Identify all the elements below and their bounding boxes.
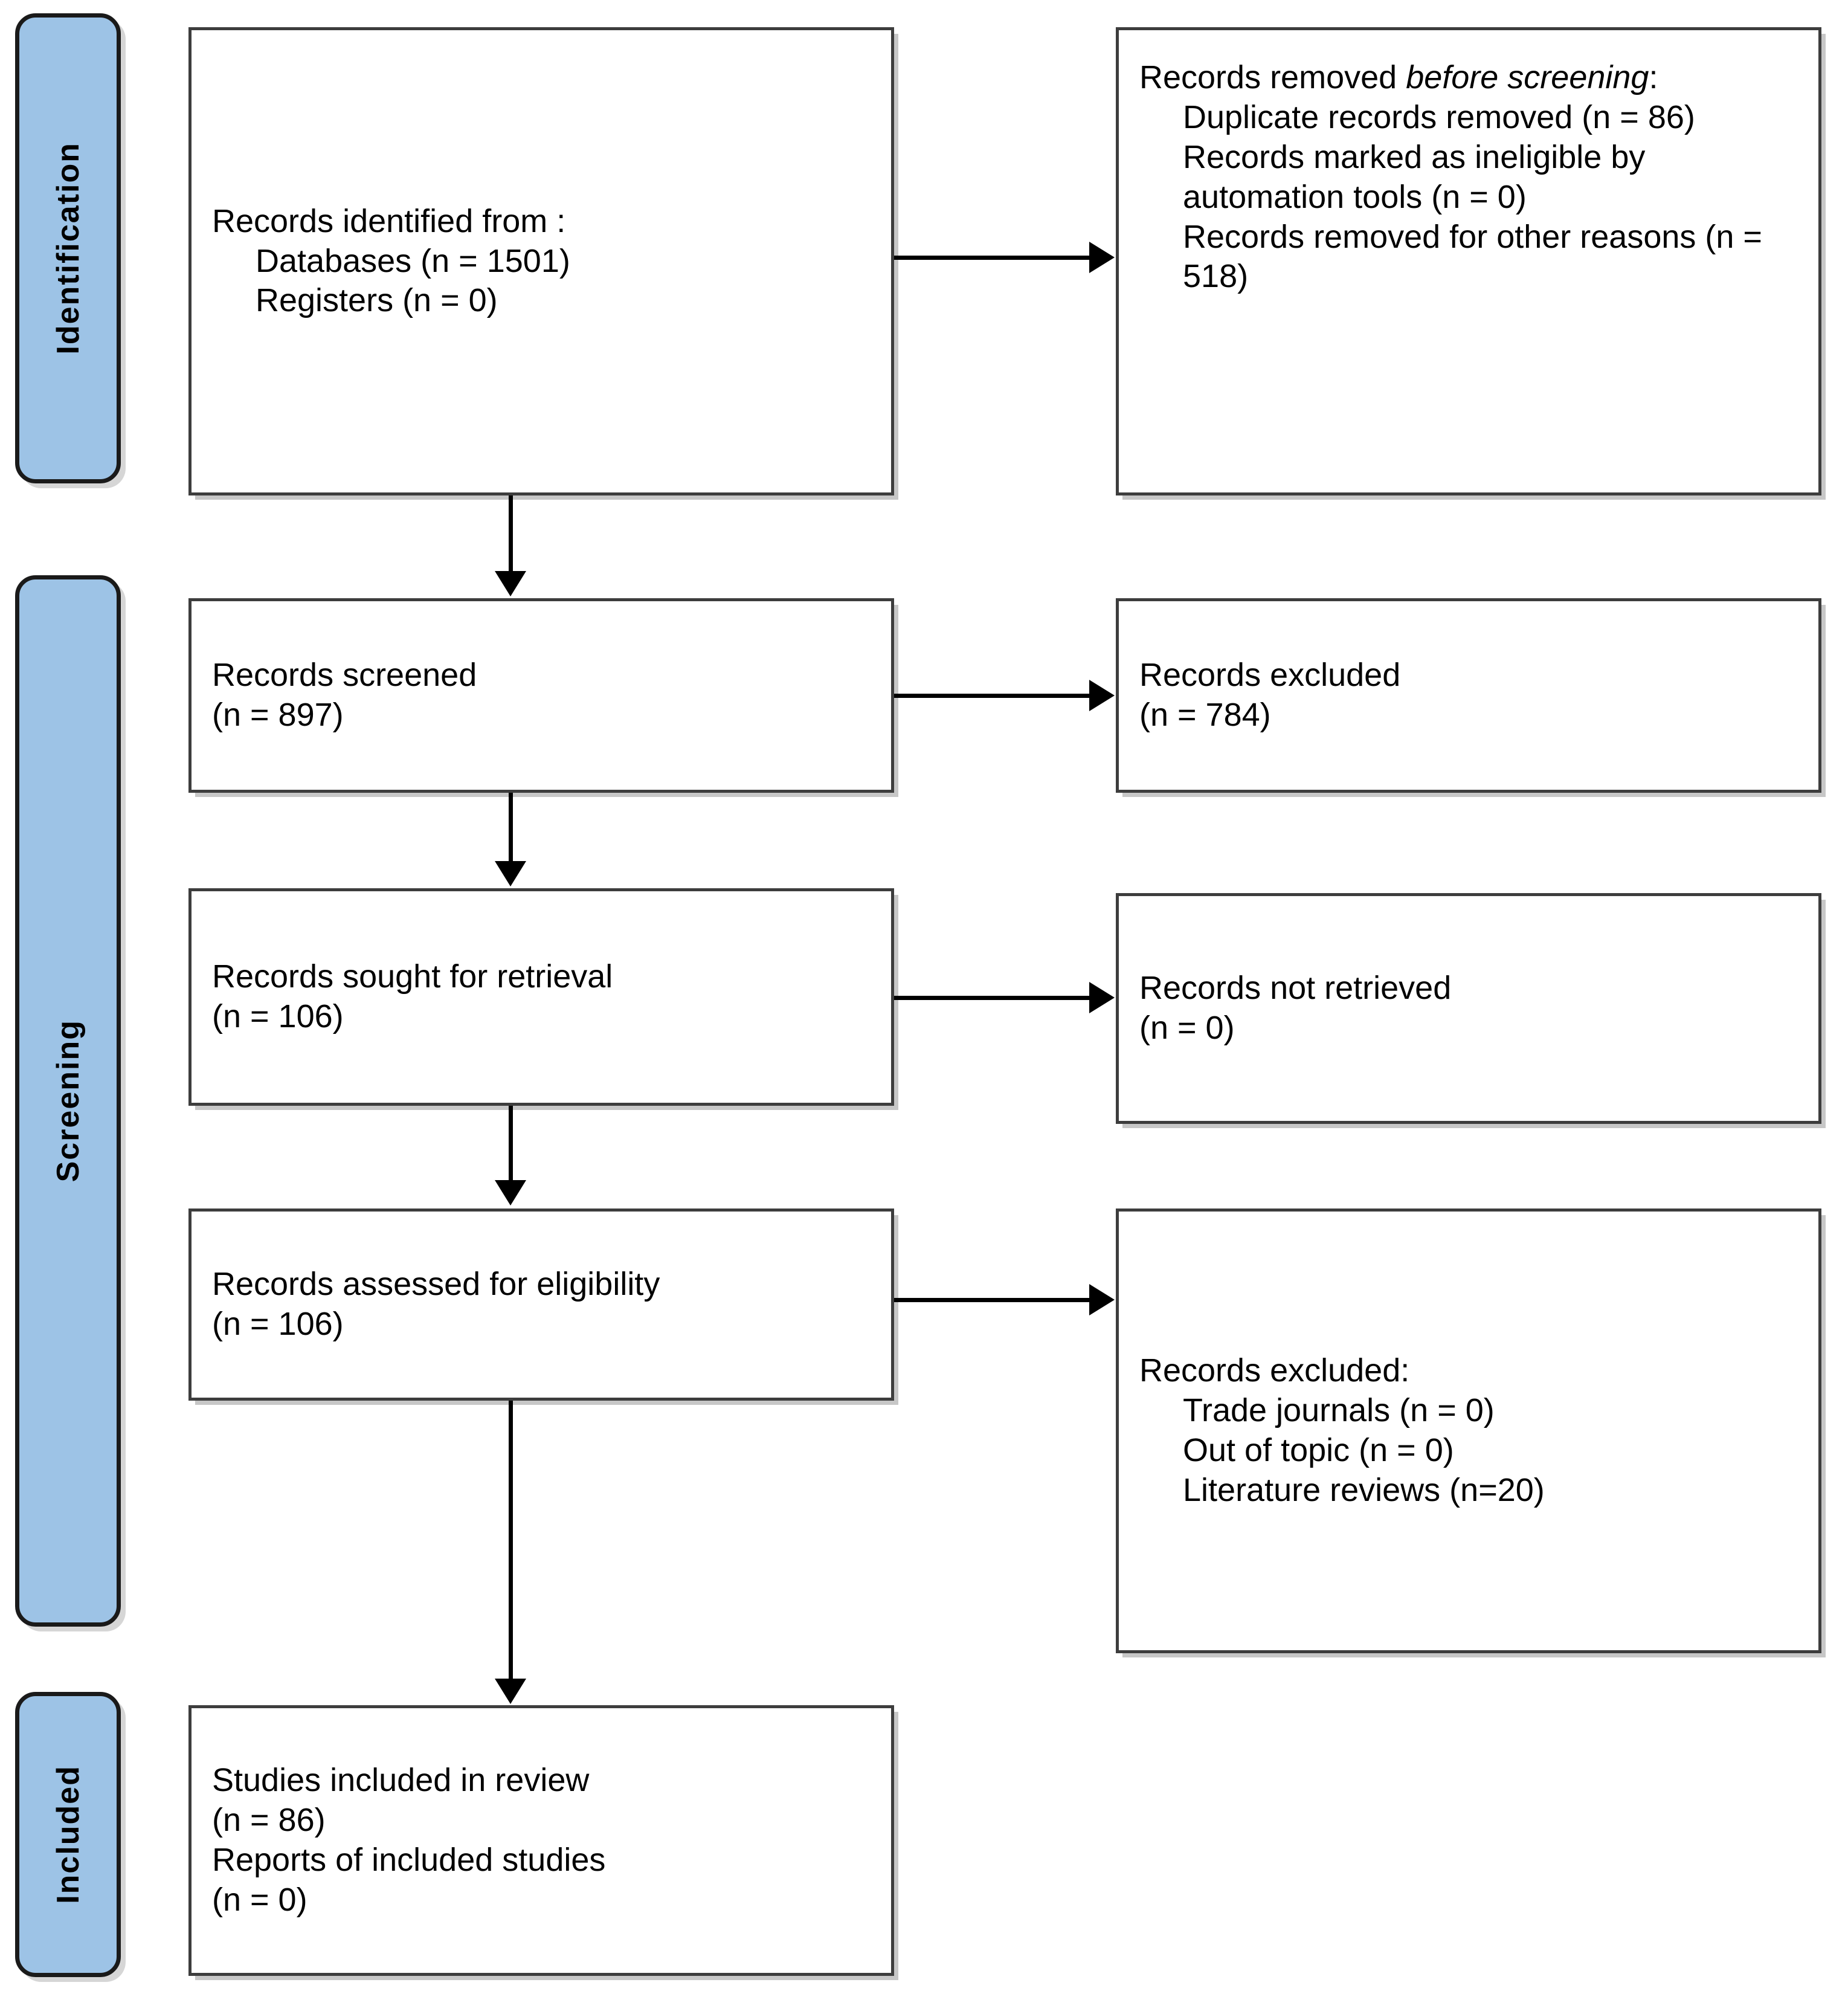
node-records-excluded-eligibility: Records excluded: Trade journals (n = 0)…: [1116, 1208, 1821, 1653]
node-line: Trade journals (n = 0): [1183, 1392, 1495, 1429]
node-records-excluded-screening: Records excluded (n = 784): [1116, 598, 1821, 793]
node-line: Out of topic (n = 0): [1183, 1432, 1454, 1468]
records-removed-text: Records removed: [1139, 59, 1406, 95]
connector-identified-to-screened: [509, 495, 513, 574]
node-line: (n = 897): [212, 697, 344, 733]
connector-identified-to-removed: [894, 256, 1090, 260]
node-records-screened: Records screened (n = 897): [188, 598, 894, 793]
node-records-removed-before-screening: Records removed before screening: Duplic…: [1116, 27, 1821, 495]
node-line: (n = 0): [212, 1881, 307, 1918]
node-line-heading: Records removed before screening:: [1139, 58, 1798, 98]
node-records-not-retrieved: Records not retrieved (n = 0): [1116, 893, 1821, 1124]
node-line: (n = 106): [212, 1306, 344, 1342]
arrow-sought-to-assessed: [495, 1180, 526, 1205]
node-line: Records sought for retrieval: [212, 958, 613, 995]
arrow-identified-to-removed: [1089, 242, 1115, 273]
node-line: (n = 86): [212, 1802, 326, 1839]
stage-label-identification: Identification: [50, 142, 86, 355]
connector-screened-to-sought: [509, 793, 513, 864]
node-records-assessed-for-eligibility: Records assessed for eligibility (n = 10…: [188, 1208, 894, 1401]
colon-text: :: [1649, 59, 1658, 95]
arrow-sought-to-not-retrieved: [1089, 982, 1115, 1013]
connector-sought-to-assessed: [509, 1106, 513, 1183]
node-line: Records removed for other reasons (n = 5…: [1183, 218, 1762, 295]
arrow-assessed-to-excluded: [1089, 1284, 1115, 1315]
connector-sought-to-not-retrieved: [894, 996, 1090, 1000]
node-line: (n = 784): [1139, 697, 1271, 733]
node-records-sought-for-retrieval: Records sought for retrieval (n = 106): [188, 888, 894, 1106]
node-line: Records screened: [212, 657, 477, 694]
before-screening-text: before screening: [1406, 59, 1649, 95]
node-line: Reports of included studies: [212, 1842, 606, 1878]
node-line: Records excluded: [1139, 657, 1401, 694]
node-line: Studies included in review: [212, 1762, 590, 1799]
node-line: Registers (n = 0): [256, 282, 498, 319]
stage-label-included: Included: [50, 1765, 86, 1904]
node-line: Records marked as ineligible by automati…: [1183, 138, 1646, 215]
arrow-screened-to-excluded: [1089, 680, 1115, 711]
stage-bar-identification: Identification: [15, 13, 121, 483]
connector-assessed-to-included: [509, 1401, 513, 1683]
node-records-identified: Records identified from : Databases (n =…: [188, 27, 894, 495]
connector-assessed-to-excluded: [894, 1298, 1090, 1302]
node-line: Literature reviews (n=20): [1183, 1471, 1545, 1508]
node-line: Records identified from :: [212, 202, 566, 239]
node-line: Records not retrieved: [1139, 970, 1452, 1007]
arrow-assessed-to-included: [495, 1679, 526, 1704]
stage-bar-screening: Screening: [15, 575, 121, 1627]
stage-label-screening: Screening: [50, 1019, 86, 1183]
node-line: Duplicate records removed (n = 86): [1183, 98, 1695, 135]
node-line: Records excluded:: [1139, 1352, 1410, 1389]
node-line: (n = 0): [1139, 1010, 1235, 1046]
node-line: (n = 106): [212, 998, 344, 1034]
node-studies-included-in-review: Studies included in review (n = 86) Repo…: [188, 1705, 894, 1976]
connector-screened-to-excluded: [894, 694, 1090, 698]
arrow-screened-to-sought: [495, 861, 526, 886]
node-line: Records assessed for eligibility: [212, 1266, 660, 1303]
node-line: Databases (n = 1501): [256, 242, 570, 279]
stage-bar-included: Included: [15, 1692, 121, 1977]
arrow-identified-to-screened: [495, 571, 526, 596]
